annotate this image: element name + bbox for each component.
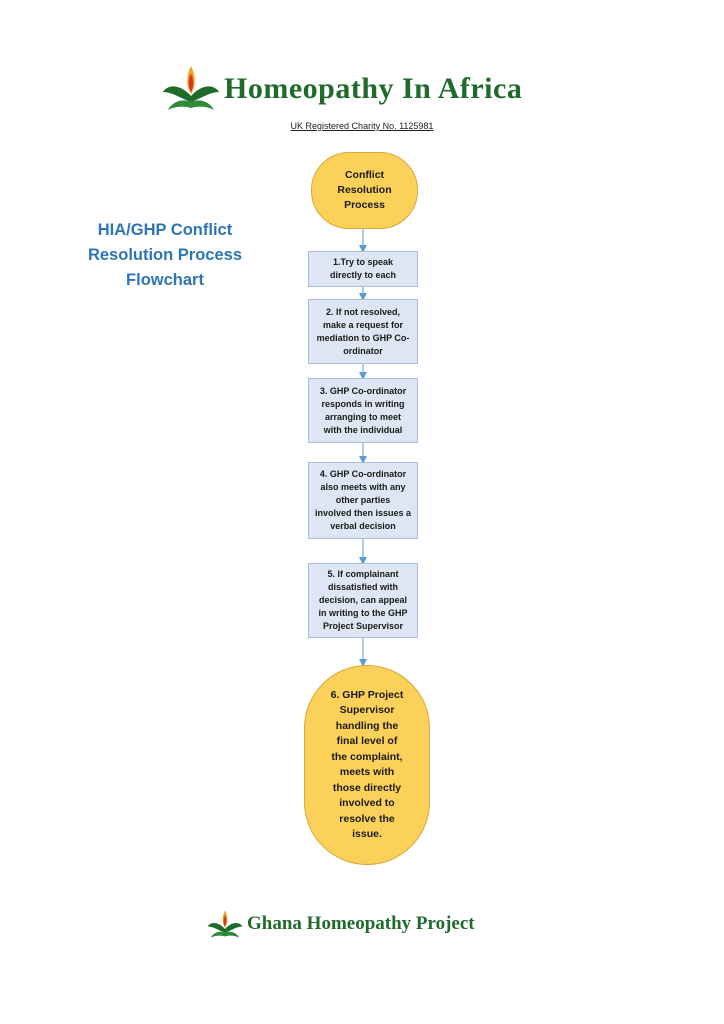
end-line: those directly	[332, 781, 402, 794]
start-line: Process	[344, 199, 385, 211]
step-line: in writing to the GHP	[318, 608, 408, 618]
step-2-box: 2. If not resolved, make a request for m…	[308, 299, 418, 364]
step-line: mediation to GHP Co-	[316, 332, 410, 343]
step-line: Project Supervisor	[322, 621, 404, 631]
step-4-box: 4. GHP Co-ordinator also meets with any …	[308, 462, 418, 539]
end-line: final level of	[336, 735, 398, 747]
end-line: issue.	[352, 828, 382, 840]
title-line: Flowchart	[126, 271, 204, 289]
title-line: HIA/GHP Conflict	[97, 221, 233, 239]
lotus-leaf-icon	[207, 910, 243, 938]
end-node: 6. GHP Project Supervisor handling the f…	[304, 665, 430, 865]
step-line: 4. GHP Co-ordinator	[319, 469, 407, 479]
end-line: resolve the	[339, 812, 395, 825]
header-logo-text: Homeopathy In Africa	[224, 72, 523, 105]
step-line: ordinator	[343, 345, 383, 356]
flowchart-title: HIA/GHP Conflict Resolution Process Flow…	[70, 218, 260, 293]
step-5-box: 5. If complainant dissatisfied with deci…	[308, 563, 418, 638]
charity-number: UK Registered Charity No. 1125981	[290, 121, 434, 131]
step-line: 2. If not resolved,	[325, 306, 401, 317]
step-line: dissatisfied with	[327, 582, 398, 592]
step-line: with the individual	[323, 424, 403, 435]
step-line: other parties	[335, 495, 391, 505]
step-line: directly to each	[329, 270, 397, 280]
end-line: Supervisor	[339, 704, 395, 716]
start-line: Conflict	[344, 169, 385, 181]
step-line: make a request for	[322, 319, 404, 330]
step-line: decision, can appeal	[318, 595, 408, 605]
step-line: 3. GHP Co-ordinator	[319, 385, 407, 396]
footer-logo-text: Ghana Homeopathy Project	[247, 913, 475, 934]
step-line: arranging to meet	[324, 411, 401, 422]
lotus-leaf-icon	[163, 66, 219, 110]
start-line: Resolution	[337, 184, 392, 196]
end-line: the complaint,	[331, 750, 403, 763]
ghana-homeopathy-project-logo: Ghana Homeopathy Project	[207, 905, 527, 943]
step-line: responds in writing	[321, 398, 405, 409]
end-line: involved to	[339, 797, 395, 809]
step-line: involved then issues a	[314, 508, 412, 518]
homeopathy-in-africa-logo: Homeopathy In Africa	[162, 62, 562, 114]
step-line: 5. If complainant	[327, 569, 399, 579]
end-line: 6. GHP Project	[330, 688, 404, 701]
step-1-box: 1.Try to speak directly to each	[308, 251, 418, 287]
step-line: verbal decision	[330, 521, 396, 531]
end-line: meets with	[339, 766, 395, 778]
end-line: handling the	[335, 719, 399, 732]
title-line: Resolution Process	[87, 246, 243, 264]
step-line: also meets with any	[320, 482, 406, 492]
step-line: 1.Try to speak	[332, 257, 394, 267]
step-3-box: 3. GHP Co-ordinator responds in writing …	[308, 378, 418, 443]
start-node: Conflict Resolution Process	[311, 152, 418, 229]
